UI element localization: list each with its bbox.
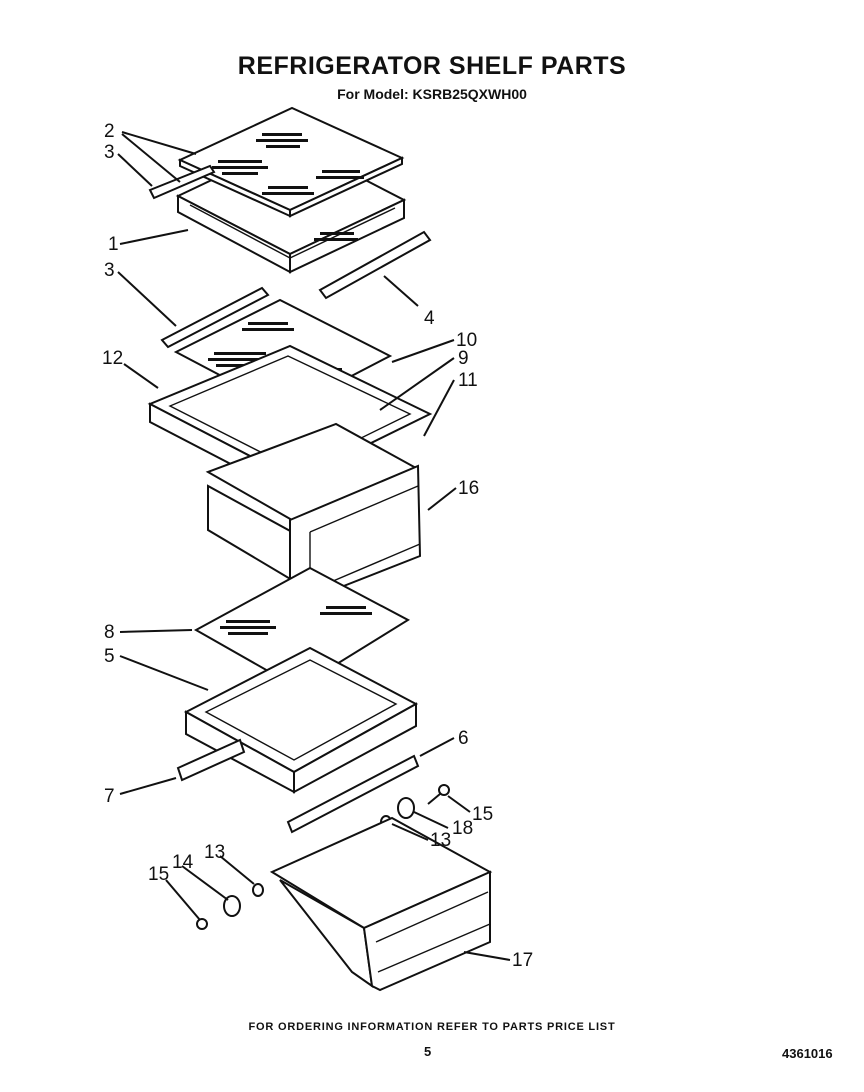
leader-line-11 <box>423 379 455 437</box>
document-number: 4361016 <box>782 1046 833 1061</box>
leader-line-12 <box>123 363 159 389</box>
callout-5: 5 <box>104 646 115 667</box>
leader-line-15-left <box>165 879 201 921</box>
leader-line-13-left <box>219 855 255 885</box>
leader-line-2b <box>121 133 181 183</box>
part-screw-15-right <box>427 784 450 805</box>
part-crisper-drawer <box>269 816 493 992</box>
part-trim-strip-4 <box>318 230 432 300</box>
leader-line-16 <box>427 487 457 511</box>
part-trim-strip-3-middle <box>160 286 270 349</box>
leader-line-1 <box>119 229 189 245</box>
leader-line-18 <box>413 811 449 829</box>
part-rail-6 <box>286 754 420 834</box>
callout-13-left: 13 <box>204 842 225 863</box>
callout-1: 1 <box>108 234 119 255</box>
callout-13-right: 13 <box>430 830 451 851</box>
part-washer-13-left <box>252 883 264 897</box>
leader-line-10 <box>391 339 455 363</box>
callout-16: 16 <box>458 478 479 499</box>
leader-line-7 <box>119 777 177 795</box>
page-title: REFRIGERATOR SHELF PARTS <box>237 52 627 80</box>
leader-line-3-middle <box>117 271 177 327</box>
model-subtitle: For Model: KSRB25QXWH00 <box>337 86 527 102</box>
part-trim-strip-3-top <box>148 164 216 200</box>
callout-18: 18 <box>452 818 473 839</box>
callout-15-left: 15 <box>148 864 169 885</box>
leader-line-5 <box>119 655 209 691</box>
part-glass-shelf-top <box>177 106 405 241</box>
part-spacer-14 <box>223 895 241 917</box>
leader-line-4 <box>383 275 419 307</box>
callout-14: 14 <box>172 852 194 873</box>
leader-line-2 <box>121 131 197 155</box>
leader-line-13-right <box>391 823 429 841</box>
callout-17: 17 <box>512 950 533 971</box>
leader-lines <box>117 131 511 961</box>
leader-line-17 <box>463 951 511 961</box>
part-glass-shelf-lower <box>193 566 411 690</box>
callout-3-middle: 3 <box>104 260 115 281</box>
leader-line-14 <box>181 865 229 901</box>
callout-8: 8 <box>104 622 115 643</box>
callout-7: 7 <box>104 786 115 807</box>
callout-15-right: 15 <box>472 804 493 825</box>
callout-3-top: 3 <box>104 142 115 163</box>
callout-6: 6 <box>458 728 469 749</box>
leader-line-6 <box>419 737 455 757</box>
leader-line-8 <box>119 629 193 633</box>
part-spacer-18 <box>397 797 415 819</box>
ordering-note: FOR ORDERING INFORMATION REFER TO PARTS … <box>248 1021 616 1033</box>
part-screw-15-left <box>196 918 208 930</box>
leader-line-3-top <box>117 153 153 187</box>
leader-line-9 <box>379 357 455 411</box>
part-crisper-frame <box>183 646 419 794</box>
callout-2: 2 <box>104 121 115 142</box>
callout-4: 4 <box>424 308 435 329</box>
part-rail-7 <box>176 738 246 782</box>
page-number: 5 <box>424 1044 432 1059</box>
callout-9: 9 <box>458 348 469 369</box>
callout-12: 12 <box>102 348 123 369</box>
callout-11: 11 <box>458 370 478 391</box>
leader-line-15-right <box>447 795 471 813</box>
callout-10: 10 <box>456 330 477 351</box>
